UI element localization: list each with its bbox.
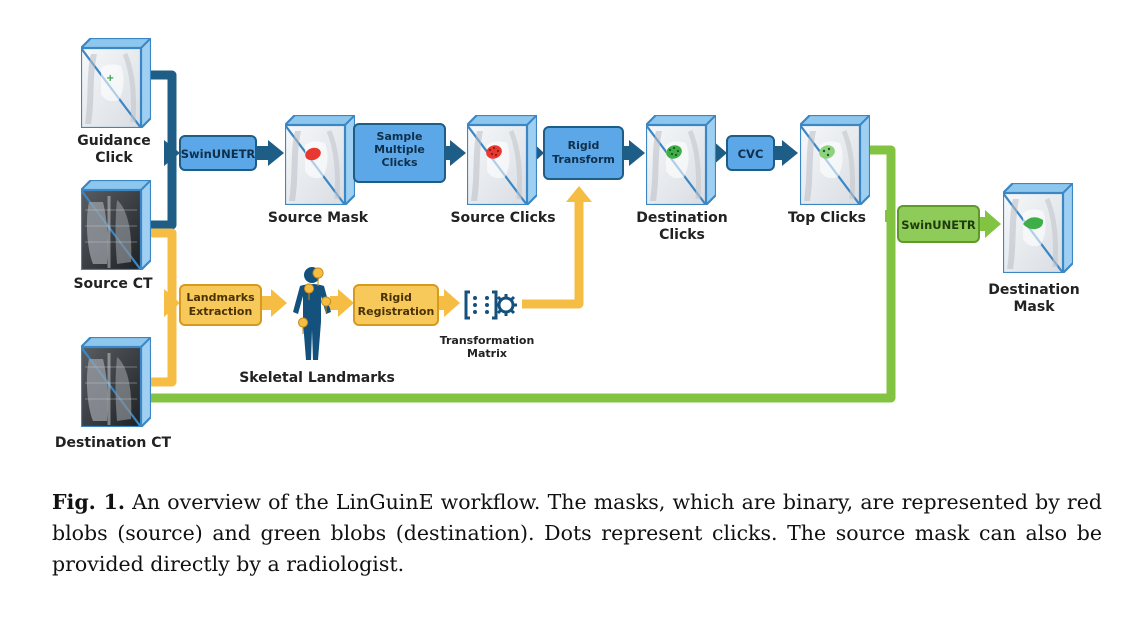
green-path [148,145,896,403]
source-ct-volume [81,180,151,270]
source-clicks-label-line-1: Source Clicks [450,210,555,226]
landmark-pin-icons [298,267,332,335]
cvc-step: CVC [726,135,775,171]
guidance-click-label-line-1: Guidance [77,133,151,149]
top-clicks-volume [800,115,870,205]
sample-clicks-text-line-3: Clicks [382,156,418,169]
skeletal-landmarks-label: Skeletal Landmarks [239,370,395,386]
source-mask-label-line-1: Source Mask [268,210,369,226]
destination-clicks-volume [646,115,716,205]
svg-text:SwinUNETR: SwinUNETR [181,147,256,161]
source-mask-volume [285,115,355,205]
top-clicks-label-line-1: Top Clicks [788,210,866,226]
svg-text:CVC: CVC [738,147,764,161]
human-figure-icon [293,267,331,360]
rigid-transform-text-line-1: Rigid [568,139,600,152]
rigid-registration-text-line-1: Rigid [380,291,412,304]
source-clicks-label: Source Clicks [450,210,555,226]
guidance-click-dot: + [106,73,114,84]
destination-mask-blob [1023,217,1044,230]
transformation-matrix-label-line-2: Matrix [467,347,507,360]
transformation-matrix-icon [464,290,517,320]
swinunetr-step-1-text-line-1: SwinUNETR [181,147,256,161]
rigid-transform-text-line-2: Transform [552,153,615,166]
svg-text:SwinUNETR: SwinUNETR [901,218,976,232]
workflow-diagram: + SwinUNETR [55,0,1080,451]
transformation-matrix-label-line-1: Transformation [440,334,535,347]
source-mask-blob [305,147,321,161]
guidance-click-volume: + [81,38,151,128]
destination-ct-volume [81,337,151,427]
destination-mask-label-line-2: Mask [1013,299,1055,315]
skeletal-landmarks-label-line-1: Skeletal Landmarks [239,370,395,386]
destination-clicks-blob [666,145,682,159]
source-ct-label: Source CT [73,276,153,292]
destination-clicks-label-line-2: Clicks [659,227,705,243]
figure-label: Fig. 1. [52,490,125,514]
landmarks-extraction-text-line-1: Landmarks [186,291,255,304]
caption-text: An overview of the LinGuinE workflow. Th… [52,490,1102,576]
source-clicks-volume [467,115,537,205]
destination-clicks-label-line-1: Destination [636,210,727,226]
landmarks-extraction-text-line-2: Extraction [189,305,253,318]
destination-ct-label-line-1: Destination CT [55,435,172,451]
source-clicks-blob [486,145,502,159]
sample-clicks-text-line-2: Multiple [374,143,425,156]
swinunetr-step-1: SwinUNETR [179,135,257,171]
figure-caption: Fig. 1. An overview of the LinGuinE work… [52,487,1102,580]
destination-mask-volume [1003,183,1073,273]
cvc-text-line-1: CVC [738,147,764,161]
destination-ct-label: Destination CT [55,435,172,451]
source-ct-label-line-1: Source CT [73,276,153,292]
source-mask-label: Source Mask [268,210,369,226]
swinunetr-step-2-text-line-1: SwinUNETR [901,218,976,232]
swinunetr-step-2: SwinUNETR [897,205,980,243]
top-clicks-blob [819,145,835,159]
rigid-registration-text-line-2: Registration [358,305,435,318]
guidance-click-label-line-2: Click [95,150,133,166]
top-clicks-label: Top Clicks [788,210,866,226]
destination-mask-label-line-1: Destination [988,282,1079,298]
sample-clicks-text-line-1: Sample [377,130,423,143]
